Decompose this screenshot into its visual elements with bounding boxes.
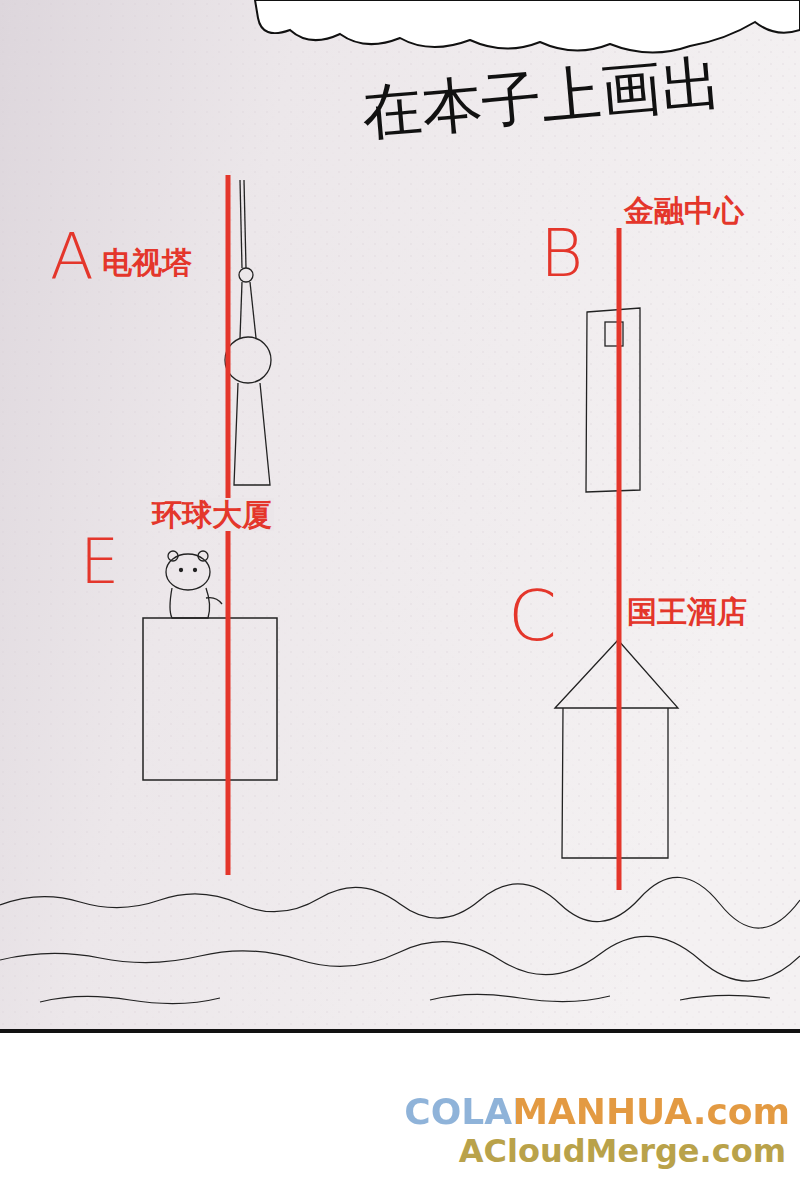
building-name: 国王酒店 <box>627 595 747 628</box>
building-name: 电视塔 <box>102 246 192 279</box>
waves <box>0 877 800 1003</box>
callout-letter: B <box>540 218 583 291</box>
callout-letter: E <box>80 528 119 596</box>
building-name: 金融中心 <box>624 194 744 227</box>
tv-tower <box>225 180 271 485</box>
handwritten-note: 在本子上画出 <box>359 49 723 146</box>
callout-letter: C <box>508 578 557 655</box>
building-name: 环球大厦 <box>150 498 274 531</box>
watermark: ACloudMerge.com <box>459 1134 786 1169</box>
global-tower-building <box>143 618 277 780</box>
watermark: COLAMANHUA.com <box>404 1092 790 1132</box>
panda-doodle <box>166 551 222 618</box>
speech-bubble <box>255 0 800 53</box>
panel-border <box>0 1029 800 1033</box>
red-axis-line <box>617 228 622 890</box>
callout-letter: A <box>50 222 94 292</box>
finance-center-building <box>586 308 640 492</box>
paper-texture <box>0 0 800 1030</box>
paper-ground <box>0 0 800 1030</box>
